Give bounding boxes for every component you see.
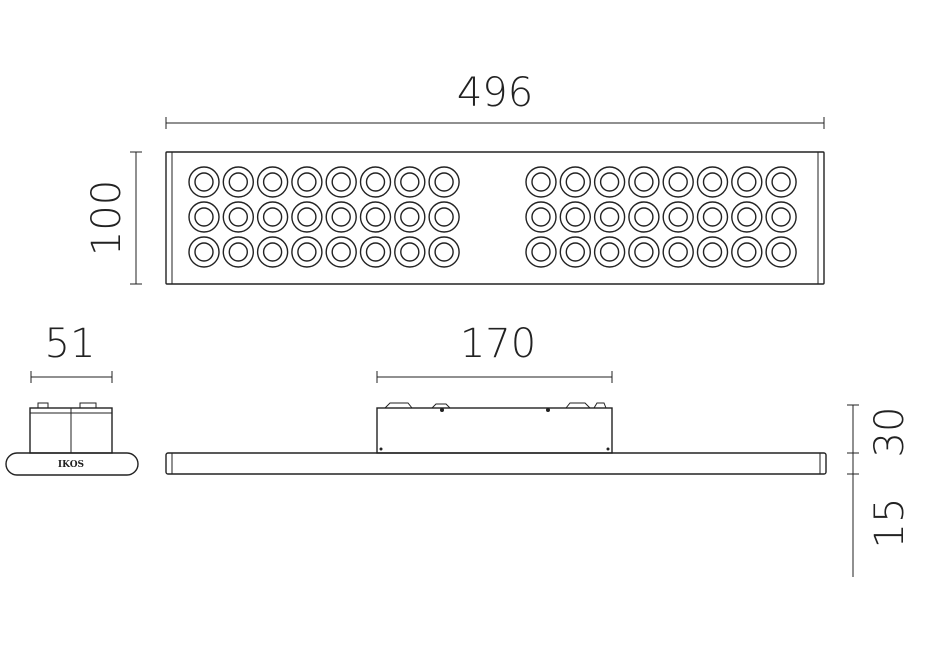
led-lens <box>359 236 392 268</box>
led-lens <box>731 201 763 233</box>
front-view <box>165 402 827 475</box>
led-lens <box>222 166 255 198</box>
led-lens <box>325 201 357 233</box>
led-lens <box>696 166 729 198</box>
led-lens <box>696 201 729 233</box>
top-view-panel <box>165 151 825 285</box>
led-lens <box>628 201 660 233</box>
dimension-box-length: 170 <box>376 321 613 383</box>
dimension-heights: 30 15 <box>847 404 913 577</box>
led-lens <box>765 201 797 233</box>
led-lens <box>525 236 557 268</box>
led-lens <box>256 201 289 233</box>
led-lens <box>765 166 797 198</box>
led-lens <box>731 166 763 198</box>
led-lens <box>291 166 323 198</box>
led-lens <box>428 236 460 268</box>
dimension-side-width-label: 51 <box>45 321 96 367</box>
led-lens <box>291 236 323 268</box>
led-lens <box>188 166 220 198</box>
dimension-length: 496 <box>165 70 825 129</box>
led-lens <box>256 236 289 268</box>
led-lens <box>559 166 591 198</box>
led-lens <box>428 201 460 233</box>
led-lens <box>394 166 426 198</box>
dimension-side-width: 51 <box>30 321 113 383</box>
led-lens <box>222 201 255 233</box>
led-lens <box>628 236 660 268</box>
led-lens <box>256 166 289 198</box>
led-lens <box>593 201 626 233</box>
led-lens <box>525 201 557 233</box>
dimension-length-label: 496 <box>457 70 533 116</box>
led-lens <box>593 166 626 198</box>
led-lens <box>188 201 220 233</box>
led-lens <box>291 201 323 233</box>
dimension-body-height-label: 15 <box>867 498 913 549</box>
led-lens <box>662 236 694 268</box>
led-lens <box>696 236 729 268</box>
led-lens <box>662 166 694 198</box>
led-lens <box>559 201 591 233</box>
dimension-width-label: 100 <box>84 180 130 256</box>
brand-logo: IKOS <box>58 460 84 470</box>
led-lens <box>222 236 255 268</box>
dimension-box-length-label: 170 <box>460 321 536 367</box>
led-lens <box>731 236 763 268</box>
led-lens <box>188 236 220 268</box>
led-lens <box>662 201 694 233</box>
led-lens <box>359 201 392 233</box>
led-array <box>188 166 797 268</box>
led-lens <box>593 236 626 268</box>
dimension-box-height-label: 30 <box>867 407 913 458</box>
led-lens <box>765 236 797 268</box>
end-view: IKOS <box>5 402 139 476</box>
led-lens <box>525 166 557 198</box>
led-lens <box>325 236 357 268</box>
led-lens <box>628 166 660 198</box>
led-lens <box>325 166 357 198</box>
led-lens <box>394 236 426 268</box>
led-lens <box>359 166 392 198</box>
led-lens <box>394 201 426 233</box>
dimension-width: 100 <box>84 151 142 285</box>
led-lens <box>428 166 460 198</box>
led-lens <box>559 236 591 268</box>
